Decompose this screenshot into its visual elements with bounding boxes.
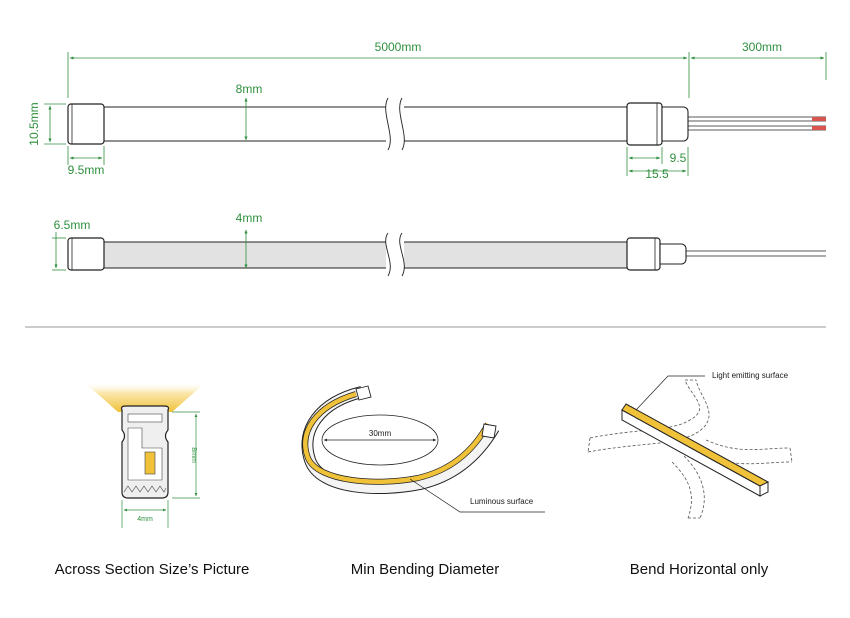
light-beam xyxy=(84,382,206,412)
bending-figure: 30mm Luminous surface Min Bending Diamet… xyxy=(301,385,545,578)
luminous-surface-label: Luminous surface xyxy=(470,497,534,506)
straight-strip-body xyxy=(621,409,761,497)
left-end-cap xyxy=(67,103,105,145)
bend-diameter-label: 30mm xyxy=(369,429,392,438)
horizontal-bend-caption: Bend Horizontal only xyxy=(630,561,769,578)
end-cap-width-label: 9.5mm xyxy=(68,163,105,177)
horizontal-bend-figure: Light emitting surface Bend Horizontal o… xyxy=(587,371,793,578)
cross-section-caption: Across Section Size’s Picture xyxy=(55,561,250,578)
top-view: 5000mm 300mm 8mm 10.5mm 9.5m xyxy=(27,40,827,181)
lead-length-label: 300mm xyxy=(742,40,782,54)
connector-total-label: 15.5 xyxy=(645,167,669,181)
connector-small-label: 9.5 xyxy=(670,151,687,165)
strip-body-top xyxy=(102,106,629,142)
bending-caption: Min Bending Diameter xyxy=(351,561,499,578)
side-view: 4mm 6.5mm xyxy=(52,211,826,277)
light-emitting-surface-label: Light emitting surface xyxy=(712,371,789,380)
cable-gland xyxy=(661,106,689,142)
section-width-label: 4mm xyxy=(137,516,153,523)
end-cap-height-label: 10.5mm xyxy=(27,102,41,145)
section-height-label: 8mm xyxy=(190,447,197,463)
luminous-surface-strip xyxy=(303,391,490,484)
total-length-label: 5000mm xyxy=(375,40,422,54)
led-chip xyxy=(144,451,156,475)
side-end-cap-height-label: 6.5mm xyxy=(54,218,91,232)
break-mark xyxy=(385,97,391,151)
cross-section-figure: 8mm 4mm Across Section Size’s Picture xyxy=(55,382,250,578)
side-left-end-cap xyxy=(67,237,105,271)
strip-width-label: 8mm xyxy=(236,82,263,96)
strip-body-side xyxy=(102,241,629,269)
strip-height-label: 4mm xyxy=(236,211,263,225)
